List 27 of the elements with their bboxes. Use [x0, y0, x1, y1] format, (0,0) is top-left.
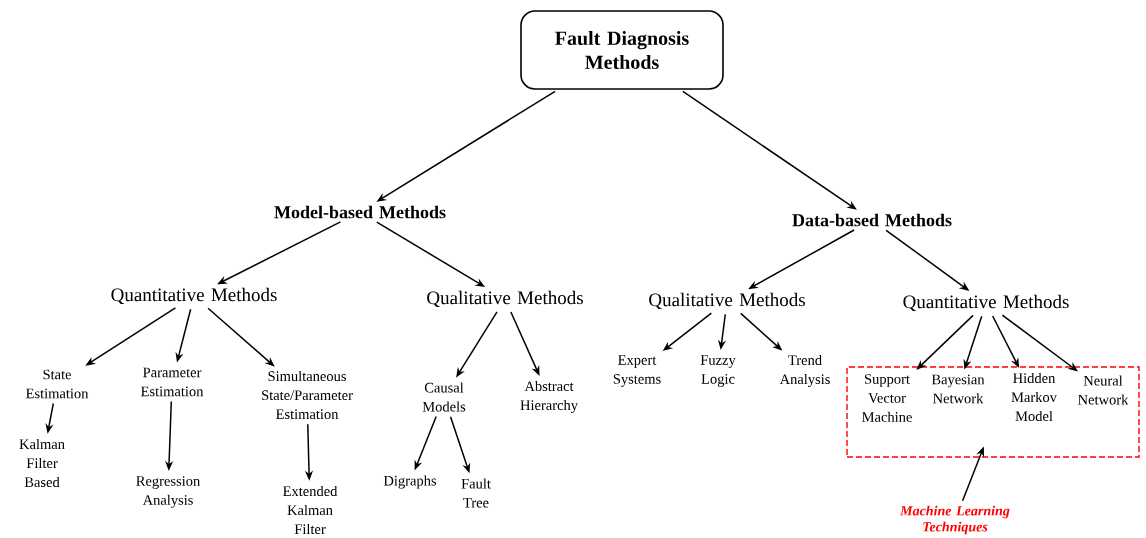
method-label: Bayesian Network: [931, 374, 985, 404]
method-label: Parameter Estimation: [141, 367, 204, 397]
method-label: Simultaneous State/Parameter Estimation: [262, 370, 353, 420]
method-label: Fuzzy Logic: [700, 355, 736, 387]
category-label: Data-based Methods: [792, 213, 952, 227]
method-label: Kalman Filter Based: [19, 438, 65, 488]
root-box: Fault Diagnosis Methods: [520, 10, 724, 90]
arrow: [682, 90, 857, 210]
category-label: Model-based Methods: [274, 205, 446, 219]
subcategory-label: Quantitative Methods: [903, 294, 1069, 312]
method-label: Regression Analysis: [136, 476, 200, 508]
method-label: Fault Tree: [461, 478, 491, 508]
method-label: Hidden Markov Model: [1011, 372, 1057, 422]
method-label: Causal Models: [422, 382, 466, 412]
subcategory-label: Qualitative Methods: [649, 292, 805, 310]
method-label: Extended Kalman Filter: [283, 485, 338, 535]
method-label: Trend Analysis: [779, 354, 830, 388]
method-label: Digraphs: [383, 475, 437, 489]
method-label: State Estimation: [26, 369, 89, 399]
callout-label: Machine Learning Techniques: [899, 505, 1010, 535]
method-label: Neural Network: [1078, 375, 1129, 405]
subcategory-label: Qualitative Methods: [427, 290, 583, 308]
method-label: Abstract Hierarchy: [520, 380, 578, 414]
subcategory-label: Quantitative Methods: [111, 287, 277, 305]
dashed-group-box: [846, 366, 1140, 458]
method-label: Expert Systems: [613, 355, 661, 387]
method-label: Support Vector Machine: [862, 374, 912, 422]
